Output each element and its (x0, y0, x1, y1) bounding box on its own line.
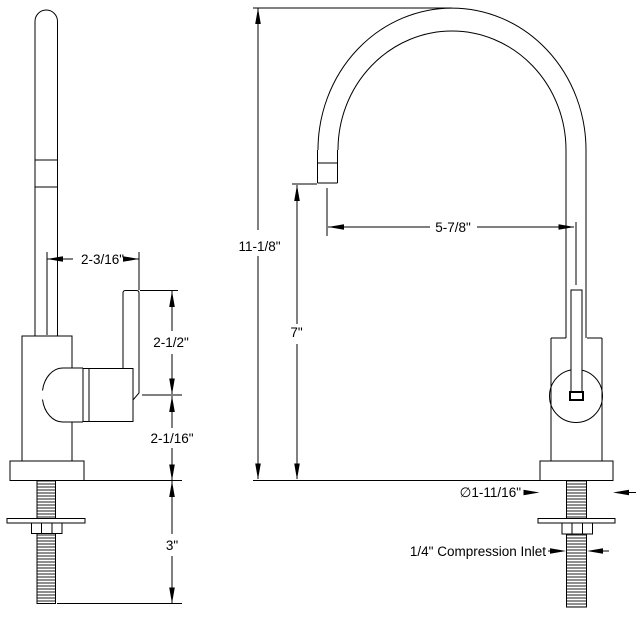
handle-hub (88, 368, 134, 422)
inner-waterway-tube (570, 289, 583, 393)
dimension-label: 7" (290, 325, 303, 340)
spout-downtube (565, 150, 587, 338)
arrowhead-down (169, 587, 175, 604)
waterway-end-cap (569, 391, 584, 401)
washer (6, 518, 86, 524)
arrowhead-down (169, 378, 175, 395)
extension-lines (326, 188, 577, 285)
dim-base-diameter: ∅1-11/16" (460, 485, 636, 500)
arrowhead-right (550, 548, 566, 554)
valve-dome (42, 367, 64, 423)
threaded-stud (36, 480, 56, 604)
gooseneck-spout (317, 7, 587, 338)
body-outline (21, 335, 73, 461)
faucet-body (549, 289, 603, 461)
valve-connector-lines (63, 367, 83, 423)
arrowhead-up (169, 396, 175, 412)
spout-tip-nozzle (317, 150, 338, 184)
base-flange (9, 460, 85, 481)
base-flange (539, 460, 614, 481)
dim-handle-height: 2-1/2" (140, 290, 189, 396)
dimension-label: 3" (166, 538, 179, 553)
spout-outer-arc (317, 7, 587, 151)
body-outline (550, 337, 603, 461)
spout-outline (34, 9, 58, 336)
handle-hub-rim (82, 368, 90, 422)
threaded-stud (566, 480, 587, 608)
arrowhead-left (587, 548, 603, 554)
dim-spout-reach: 5-7/8" (326, 188, 577, 285)
mounting-shank (537, 480, 616, 608)
side-view: 2-3/16" 2-1/2" 2-1/16" 3" (6, 9, 194, 604)
inlet-label: 1/4" Compression Inlet (410, 544, 546, 559)
dim-body-height: 2-1/16" (150, 396, 194, 481)
arrowhead-down (255, 463, 261, 480)
nut-facet-lines (41, 523, 53, 534)
dimension-label: 11-1/8" (238, 239, 280, 254)
extension-lines (140, 290, 182, 396)
dim-shank-length: 3" (166, 481, 179, 604)
handle (82, 290, 140, 422)
arrowhead-left (47, 256, 63, 262)
mounting-nut (31, 522, 63, 534)
washer (537, 518, 616, 524)
arrowhead-down (294, 463, 300, 480)
arrowhead-up (169, 291, 175, 307)
arrowhead-up (169, 481, 175, 497)
spout-trim-ring-lines (35, 159, 58, 188)
arrowhead-left (328, 224, 344, 230)
dim-spout-clearance: 7" (290, 183, 317, 480)
dimension-label: 2-3/16" (81, 252, 124, 267)
spout (34, 9, 58, 336)
arrowhead-down (169, 464, 175, 481)
arrowhead-right (123, 256, 139, 262)
spout-inner-arc (337, 30, 567, 151)
arrowhead-right (523, 489, 540, 496)
dim-overall-height: 11-1/8" (238, 7, 452, 480)
dim-compression-inlet: 1/4" Compression Inlet (410, 544, 609, 559)
dimension-label: 2-1/16" (150, 431, 193, 446)
mounting-nut (561, 522, 593, 535)
dimension-label: 5-7/8" (435, 220, 471, 235)
dim-spout-offset: 2-3/16" (46, 252, 140, 335)
front-view: 11-1/8" 7" 5-7/8" ∅1-11/16" 1/4" C (238, 7, 636, 608)
faucet-body (21, 335, 83, 461)
arrowhead-up (294, 185, 300, 201)
mounting-shank (6, 480, 86, 604)
arrowhead-right (558, 224, 575, 230)
dimension-label: 2-1/2" (153, 335, 189, 350)
nut-facet-lines (571, 523, 583, 534)
arrowhead-left (613, 489, 629, 496)
dimension-label: ∅1-11/16" (460, 485, 522, 500)
extension-lines (46, 252, 140, 335)
arrowhead-up (255, 8, 261, 24)
